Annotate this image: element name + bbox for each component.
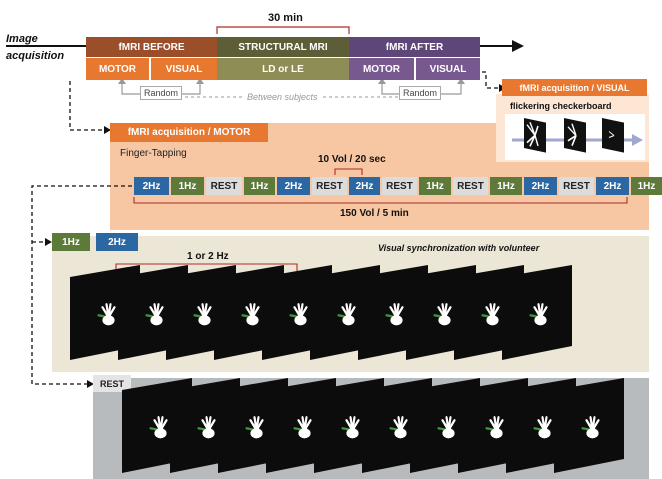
visual-block-after: VISUAL — [416, 58, 480, 80]
motor-panel-title: fMRI acquisition / MOTOR — [110, 123, 268, 142]
rest-frames — [122, 378, 624, 473]
structural-mri-block: STRUCTURAL MRI — [217, 37, 349, 57]
hand-icon — [193, 303, 212, 326]
hand-icon — [437, 416, 456, 439]
motor-block-after: MOTOR — [349, 58, 414, 80]
visual-panel-title: fMRI acquisition / VISUAL — [502, 79, 647, 96]
visual-block-before: VISUAL — [151, 58, 217, 80]
sequence-block-1hz: 1Hz — [171, 177, 204, 195]
motor-panel-subtitle: Finger-Tapping — [120, 148, 187, 159]
sequence-block-1hz: 1Hz — [244, 177, 275, 195]
hand-icon — [149, 416, 168, 439]
sequence-block-rest: REST — [559, 177, 594, 195]
between-subjects-label: Between subjects — [245, 92, 320, 102]
image-acquisition-label-line1: Image — [6, 33, 38, 45]
hand-icon — [389, 416, 408, 439]
hand-icon — [481, 303, 500, 326]
hand-icon — [241, 303, 260, 326]
sequence-block-2hz: 2Hz — [134, 177, 169, 195]
hand-icon — [341, 416, 360, 439]
rest-label: REST — [93, 375, 131, 392]
random-label-right: Random — [399, 86, 441, 100]
hand-icon — [293, 416, 312, 439]
hand-icon — [485, 416, 504, 439]
visual-panel-subtitle: flickering checkerboard — [510, 101, 612, 111]
checkerboard-frame-1 — [524, 118, 546, 153]
block-duration-label: 10 Vol / 20 sec — [318, 154, 386, 165]
sequence-block-rest: REST — [382, 177, 417, 195]
image-acquisition-label-line2: acquisition — [6, 50, 65, 62]
sequence-block-2hz: 2Hz — [524, 177, 557, 195]
sequence-block-rest: REST — [206, 177, 242, 195]
hand-icon — [145, 303, 164, 326]
fmri-after-block: fMRI AFTER — [349, 37, 480, 57]
legend-1hz: 1Hz — [52, 233, 90, 251]
hand-icon — [385, 303, 404, 326]
hand-icon — [529, 303, 548, 326]
sequence-block-rest: REST — [453, 177, 488, 195]
hand-icon — [197, 416, 216, 439]
duration-label: 30 min — [268, 12, 303, 24]
sync-ellipsis: ... — [546, 318, 555, 329]
motor-block-before: MOTOR — [86, 58, 149, 80]
hand-icon — [337, 303, 356, 326]
sync-panel-title: Visual synchronization with volunteer — [378, 243, 540, 253]
hand-icon — [533, 416, 552, 439]
checkerboard-frames — [524, 118, 624, 153]
sequence-block-1hz: 1Hz — [419, 177, 451, 195]
legend-2hz: 2Hz — [96, 233, 138, 251]
sync-frames — [70, 265, 572, 360]
sequence-block-1hz: 1Hz — [490, 177, 522, 195]
sequence-block-2hz: 2Hz — [277, 177, 310, 195]
rest-ellipsis: ... — [596, 433, 605, 444]
ld-or-le-block: LD or LE — [217, 58, 349, 80]
hand-icon — [581, 416, 600, 439]
hand-frame — [554, 378, 624, 473]
hand-icon — [245, 416, 264, 439]
sequence-block-2hz: 2Hz — [349, 177, 380, 195]
fmri-before-block: fMRI BEFORE — [86, 37, 217, 57]
checkerboard-frame-2 — [564, 118, 586, 153]
hand-icon — [289, 303, 308, 326]
sequence-block-2hz: 2Hz — [596, 177, 629, 195]
random-label-left: Random — [140, 86, 182, 100]
sequence-block-rest: REST — [312, 177, 347, 195]
checkerboard-frame-3 — [602, 118, 624, 153]
hand-icon — [433, 303, 452, 326]
hand-frame — [502, 265, 572, 360]
sequence-block-1hz: 1Hz — [631, 177, 662, 195]
rate-label: 1 or 2 Hz — [187, 251, 229, 262]
hand-icon — [97, 303, 116, 326]
total-duration-label: 150 Vol / 5 min — [340, 208, 409, 219]
